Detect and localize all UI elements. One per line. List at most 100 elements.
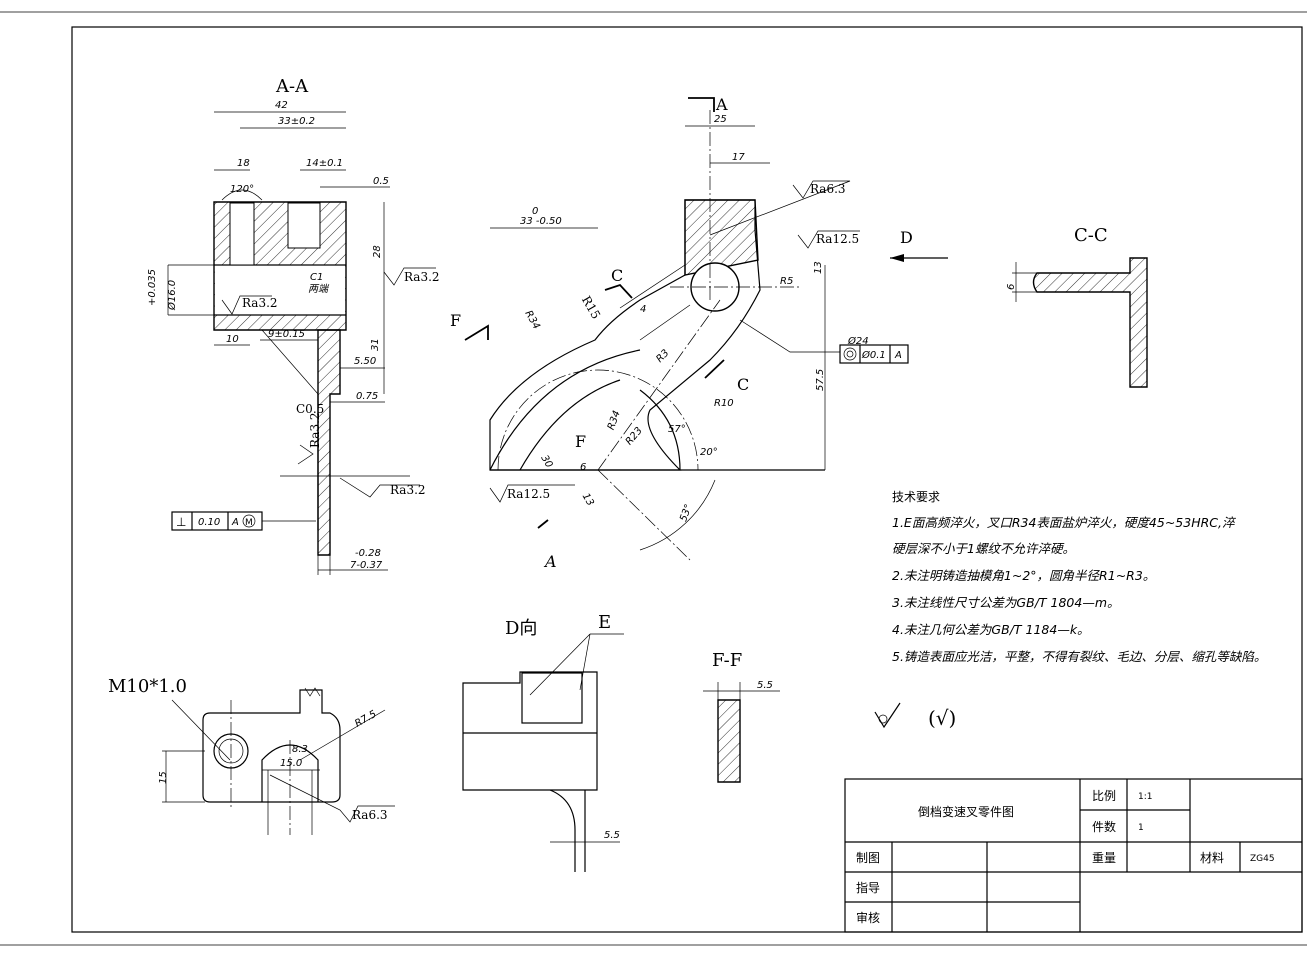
section-ff-view: F-F 5.5 <box>703 650 780 783</box>
dim-phi16-tol: +0.035 <box>147 269 158 306</box>
m10-ra-6-3: Ra6.3 <box>352 808 388 822</box>
roughness-other-note: (√) <box>928 706 956 730</box>
dim-28: 28 <box>372 245 383 258</box>
dim-33: 33 -0.50 <box>520 216 562 227</box>
qty-label: 件数 <box>1092 819 1116 834</box>
guide-label: 指导 <box>856 880 880 895</box>
tech-line-5: 4.未注几何公差为GB/T 1184—k。 <box>892 622 1090 637</box>
m10-dim-15: 15 <box>158 771 169 784</box>
tech-line-6: 5.铸造表面应光洁，平整，不得有裂纹、毛边、分层、缩孔等缺陷。 <box>892 649 1266 664</box>
m10-dim-8-3: 8.3 <box>292 744 308 755</box>
label-f-2: F <box>575 432 586 451</box>
label-a-top: A <box>715 95 728 114</box>
thread-body <box>202 689 341 803</box>
ra-main-12-5-top: Ra12.5 <box>816 232 859 246</box>
dim-r5: R5 <box>780 276 793 287</box>
dim-18: 18 <box>237 158 250 169</box>
roughness-default-icon <box>874 702 901 729</box>
label-e: E <box>598 612 611 633</box>
view-d-dim-5-5: 5.5 <box>604 830 620 841</box>
dim-5-50: 5.50 <box>354 356 376 367</box>
dim-57-5: 57.5 <box>815 369 826 391</box>
label-c-2: C <box>737 375 749 394</box>
dim-r15: R15 <box>579 293 603 321</box>
tol-base: 7-0.37 <box>350 560 383 571</box>
gt-main-value: Ø0.1 <box>861 349 886 361</box>
ff-dim-5-5: 5.5 <box>757 680 773 691</box>
drawn-label: 制图 <box>856 851 880 865</box>
section-aa-view: A-A 42 33±0.2 18 14±0.1 0.5 120° 28 C1 两… <box>147 76 440 575</box>
dim-42: 42 <box>275 100 288 111</box>
material-label: 材料 <box>1200 851 1224 865</box>
ra-main-6-3: Ra6.3 <box>810 182 846 196</box>
view-d-label: D向 <box>505 618 537 639</box>
dim-120: 120° <box>230 184 254 195</box>
material-value: ZG45 <box>1250 854 1275 864</box>
chamfer-c0-5: C0.5 <box>296 402 324 416</box>
label-f-1: F <box>450 311 461 330</box>
dim-57deg: 57° <box>668 424 686 435</box>
view-d-body <box>462 671 598 791</box>
ff-profile <box>717 699 741 783</box>
main-view: A 25 17 0 33 -0.50 R15 R34 4 R3 R5 13 57… <box>450 95 909 571</box>
tol-low: -0.28 <box>355 548 381 559</box>
tech-requirements: 技术要求 1.E面高频淬火，叉口R34表面盐炉淬火，硬度45~53HRC,淬 硬… <box>874 490 1266 730</box>
ra-main-12-5-bottom: Ra12.5 <box>507 487 550 501</box>
thread-view: M10*1.0 15 15.0 8.3 R7.5 Ra6.3 <box>108 676 395 835</box>
tech-line-4: 3.未注线性尺寸公差为GB/T 1804—m。 <box>892 595 1120 610</box>
fork-hub <box>684 199 759 276</box>
scale-value: 1:1 <box>1138 792 1152 802</box>
dim-0-5: 0.5 <box>373 176 389 187</box>
dim-6: 6 <box>580 462 586 473</box>
tech-line-2: 硬层深不小于1螺纹不允许淬硬。 <box>892 541 1075 556</box>
dim-25: 25 <box>714 114 727 125</box>
label-c-1: C <box>611 266 623 285</box>
gt-frame-main <box>839 344 909 364</box>
section-aa-label: A-A <box>275 76 309 97</box>
gt-aa-m: M <box>245 518 253 528</box>
view-d: D向 E 5.5 <box>462 612 624 872</box>
dim-4: 4 <box>640 304 646 315</box>
ra-face: Ra3.2 <box>390 483 426 497</box>
drawing-title: 倒档变速叉零件图 <box>918 804 1014 819</box>
ra-vertical: Ra3.2 <box>308 412 322 448</box>
gt-aa-value: 0.10 <box>198 517 220 528</box>
dim-17: 17 <box>732 152 745 163</box>
dim-r3: R3 <box>654 348 671 365</box>
chamfer-note: 两端 <box>308 283 330 295</box>
dim-14: 14±0.1 <box>306 158 343 169</box>
qty-value: 1 <box>1138 823 1144 833</box>
section-ff-label: F-F <box>712 650 742 671</box>
dim-phi24: Ø24 <box>847 335 869 347</box>
gt-main-ref: A <box>894 350 902 361</box>
tech-line-3: 2.未注明铸造抽模角1~2°，圆角半径R1~R3。 <box>892 568 1155 583</box>
tech-title: 技术要求 <box>892 490 940 504</box>
review-label: 审核 <box>856 910 880 925</box>
dim-0-75: 0.75 <box>356 391 378 402</box>
scale-label: 比例 <box>1092 789 1116 803</box>
cc-dim-6: 6 <box>1006 284 1017 290</box>
chamfer-c1: C1 <box>310 272 323 283</box>
gt-aa-ref: A <box>231 517 239 528</box>
weight-label: 重量 <box>1092 851 1116 865</box>
dim-r10: R10 <box>714 398 734 409</box>
section-cc-view: D C-C 6 <box>890 225 1148 388</box>
dim-53deg: 53° <box>678 503 694 523</box>
cc-profile <box>1032 257 1148 388</box>
ra-left: Ra3.2 <box>242 296 278 310</box>
dim-31: 31 <box>370 338 381 351</box>
section-cc-label: C-C <box>1074 225 1108 246</box>
gt-perp-symbol: ⊥ <box>176 515 186 529</box>
dim-20deg: 20° <box>700 447 718 458</box>
dim-9: 9±0.15 <box>268 329 305 340</box>
drawing-frame <box>71 26 1303 933</box>
m10-dim-15-0: 15.0 <box>280 758 302 769</box>
label-a-bottom: A <box>543 552 557 571</box>
m10-dim-r7-5: R7.5 <box>353 709 378 730</box>
view-d-arrow-label: D <box>900 228 913 247</box>
dim-r34b: R34 <box>606 409 623 431</box>
ra-right: Ra3.2 <box>404 270 440 284</box>
dim-33: 33±0.2 <box>278 116 315 127</box>
dim-30: 30 <box>538 453 554 470</box>
